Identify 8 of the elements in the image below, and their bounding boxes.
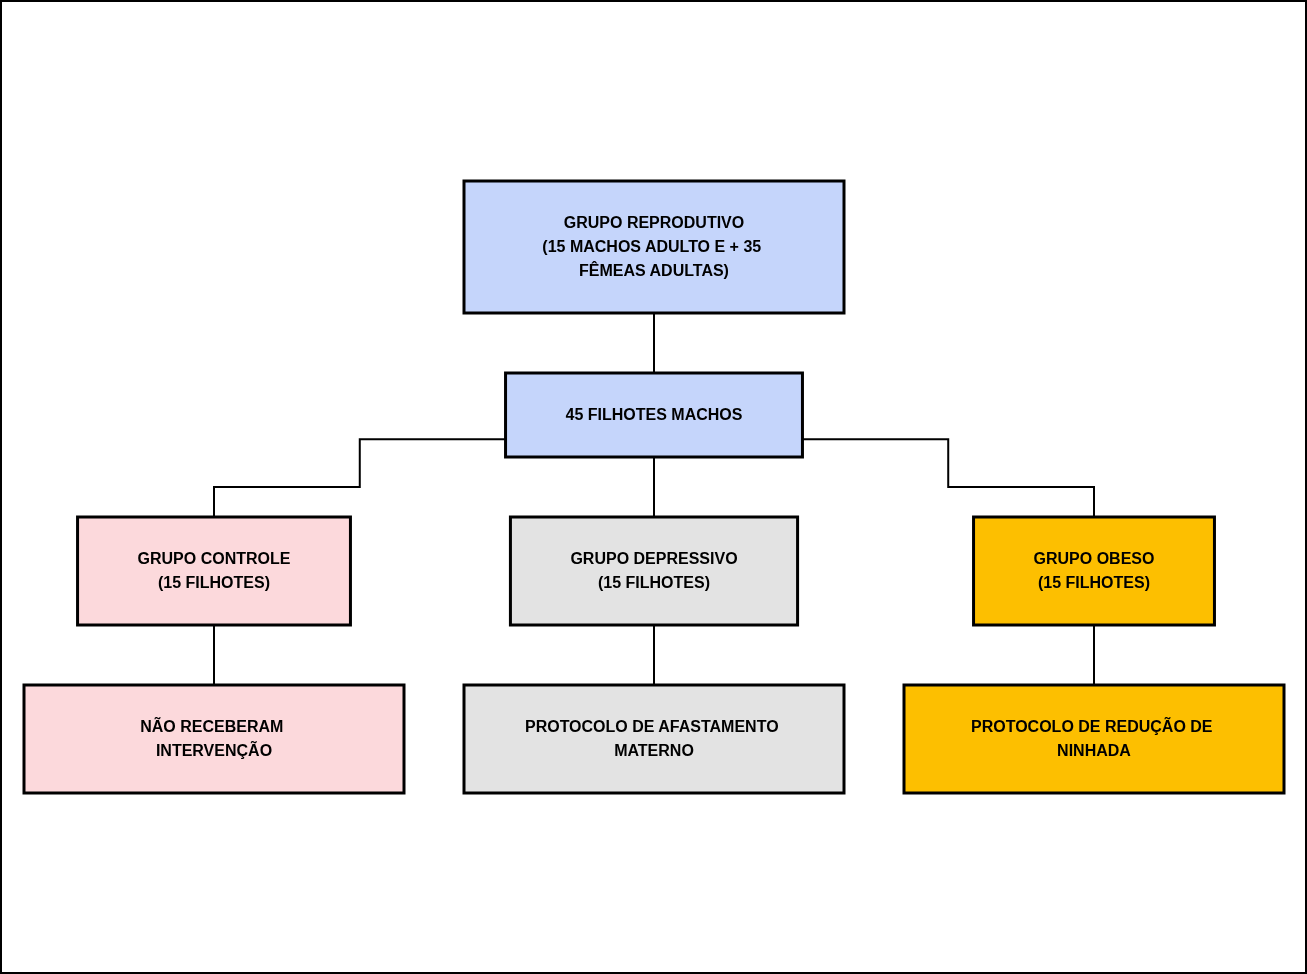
node-box: PROTOCOLO DE AFASTAMENTO MATERNO [462,683,845,795]
node-box: GRUPO OBESO (15 FILHOTES) [971,515,1216,627]
node-box: 45 FILHOTES MACHOS [503,371,804,459]
node-box: GRUPO DEPRESSIVO (15 FILHOTES) [508,515,799,627]
node-box: PROTOCOLO DE REDUÇÃO DE NINHADA [902,683,1285,795]
node-box: GRUPO CONTROLE (15 FILHOTES) [75,515,352,627]
node-box: GRUPO REPRODUTIVO (15 MACHOS ADULTO E + 35 FÊMEAS ADULTAS) [462,179,845,315]
node-box: NÃO RECEBERAM INTERVENÇÃO [22,683,405,795]
